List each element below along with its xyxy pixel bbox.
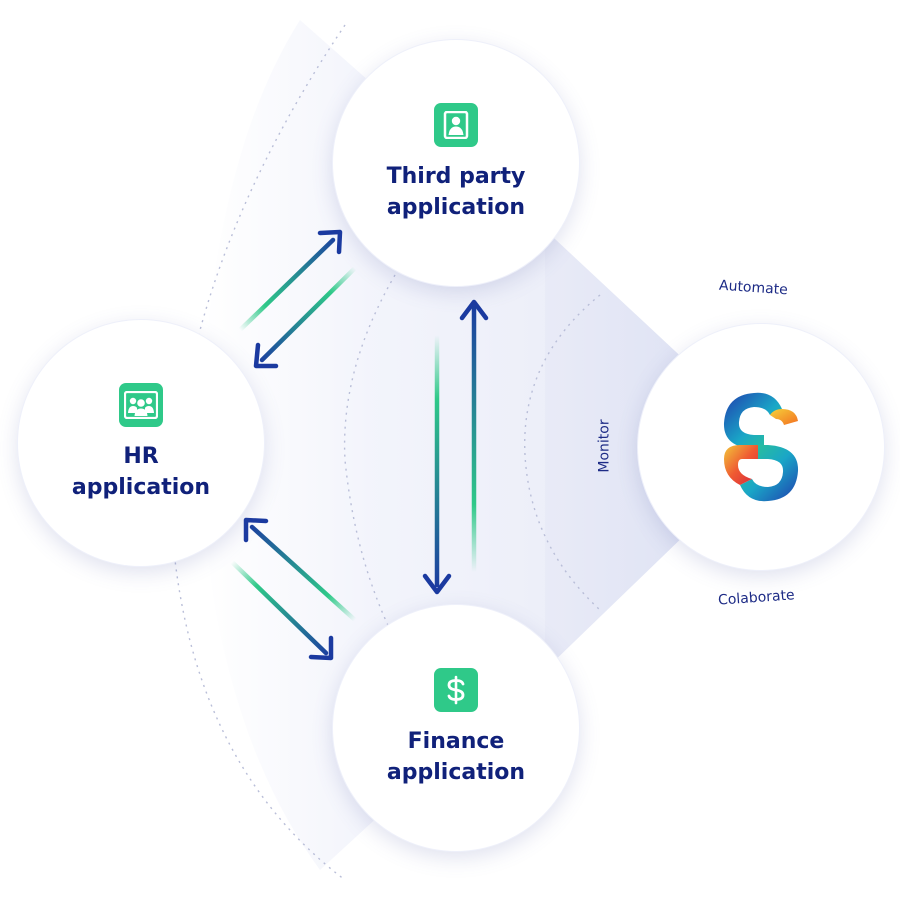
monitor-label: Monitor [596,419,613,473]
finance-label-line2: application [386,760,526,785]
third-party-application-node[interactable]: Third party application [333,40,579,286]
hr-application-node[interactable]: HR application [18,320,264,566]
finance-label-line1: Finance [407,729,505,754]
hr-label-line2: application [71,475,211,500]
finance-application-label: Finance application [387,726,525,788]
third-party-label-line1: Third party [386,164,526,189]
hub-logo-node[interactable] [638,324,884,570]
third-party-application-label: Third party application [387,161,526,223]
hr-label-line1: HR [123,444,159,469]
dollar-icon [434,668,478,712]
finance-application-node[interactable]: Finance application [333,605,579,851]
hr-application-label: HR application [72,441,210,503]
users-group-icon [119,383,163,427]
logo-s-icon [723,392,799,502]
third-party-label-line2: application [386,195,526,220]
user-icon [434,103,478,147]
